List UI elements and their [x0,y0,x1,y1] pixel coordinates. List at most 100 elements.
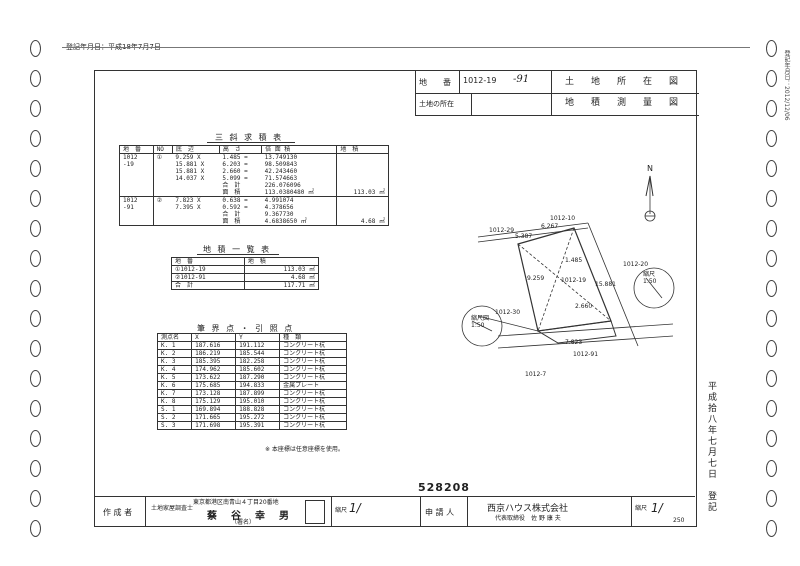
chiseki-title: 地 積 一 覧 表 [203,245,272,254]
perforation-hole [30,70,41,87]
perforation-hole [766,190,777,207]
edge-date: 登記年月日：2012/12/06 [783,50,790,121]
chiban-value: 1012-19 [463,76,497,85]
perforation-hole [30,340,41,357]
lot-label: 1012-10 [550,215,576,222]
scale2-value: 1/ [651,501,663,515]
title-line1: 土 地 所 在 図 [565,77,683,87]
perforation-hole [30,460,41,477]
scale-value: 1/ [349,501,361,515]
perforation-hole [766,520,777,537]
perforation-hole [766,250,777,267]
perforation-hole [30,520,41,537]
scale-label: 縮尺 [335,507,348,514]
author-label: 作 成 者 [103,508,133,517]
sankyu-title: 三 斜 求 積 表 [215,133,284,142]
perforation-hole [30,430,41,447]
perforation-hole [30,130,41,147]
perforation-hole [766,100,777,117]
location-label: 土地の所在 [419,100,454,108]
perforation-hole [30,190,41,207]
lot-label: 1012-20 [623,261,649,268]
surveyor-title: 土地家屋調査士 [151,505,194,512]
perforation-right [760,40,784,560]
stamp-number: 528208 [418,481,470,494]
perforation-hole [30,310,41,327]
chiban-label: 地 番 [419,78,451,87]
perforation-left [24,40,48,560]
lot-label: 1012-29 [489,227,515,234]
perforation-hole [766,490,777,507]
perforation-hole [30,400,41,417]
representative: 代表取締役 佐 野 康 夫 [495,515,561,522]
perforation-hole [30,280,41,297]
perforation-hole [766,340,777,357]
scale-note: 縮尺図 1:50 [471,315,490,329]
applicant-label: 申 請 人 [425,508,455,517]
perforation-hole [766,40,777,57]
perforation-hole [766,160,777,177]
scale2-label: 縮尺 [635,505,648,512]
scale-note: 縮尺 1:50 [643,271,657,285]
title-line2: 地 積 測 量 図 [565,98,683,108]
perforation-hole [30,40,41,57]
scale2-denom: 250 [673,517,685,524]
boundary-note: ※ 本座標は任意座標を使用。 [265,446,344,453]
header-block: 地 番 1012-19 -91 土 地 所 在 図 地 積 測 量 図 土地の所… [415,71,699,116]
north-label: N [647,164,653,173]
perforation-hole [766,130,777,147]
surveyor-name: 蔡 谷 幸 男 [207,511,291,522]
perforation-hole [766,220,777,237]
seal-stamp [305,500,325,524]
perforation-hole [766,430,777,447]
perforation-hole [766,310,777,327]
registration-date: 平成拾八年七月七日 登記 [706,381,716,513]
drawing-frame: 地 番 1012-19 -91 土 地 所 在 図 地 積 測 量 図 土地の所… [94,70,716,527]
perforation-hole [30,370,41,387]
lot-label: 1012-7 [525,371,547,378]
perforation-hole [30,490,41,507]
sheet [62,47,750,561]
perforation-hole [766,280,777,297]
lot-label: 1012-91 [573,351,599,358]
perforation-hole [30,250,41,267]
survey-map [461,175,675,349]
perforation-hole [766,370,777,387]
perforation-hole [30,220,41,237]
perforation-hole [766,460,777,477]
boundary-title: 筆 界 点 ・ 引 照 点 [197,324,295,333]
perforation-hole [766,70,777,87]
company-name: 西京ハウス株式会社 [487,504,569,514]
chiban-handwritten: -91 [513,74,530,85]
footer: 作 成 者 土地家屋調査士 東京都港区南青山４丁目20番地 蔡 谷 幸 男 （署… [95,496,695,527]
perforation-hole [30,100,41,117]
perforation-hole [30,160,41,177]
surveyor-address: 東京都港区南青山４丁目20番地 [193,499,279,506]
